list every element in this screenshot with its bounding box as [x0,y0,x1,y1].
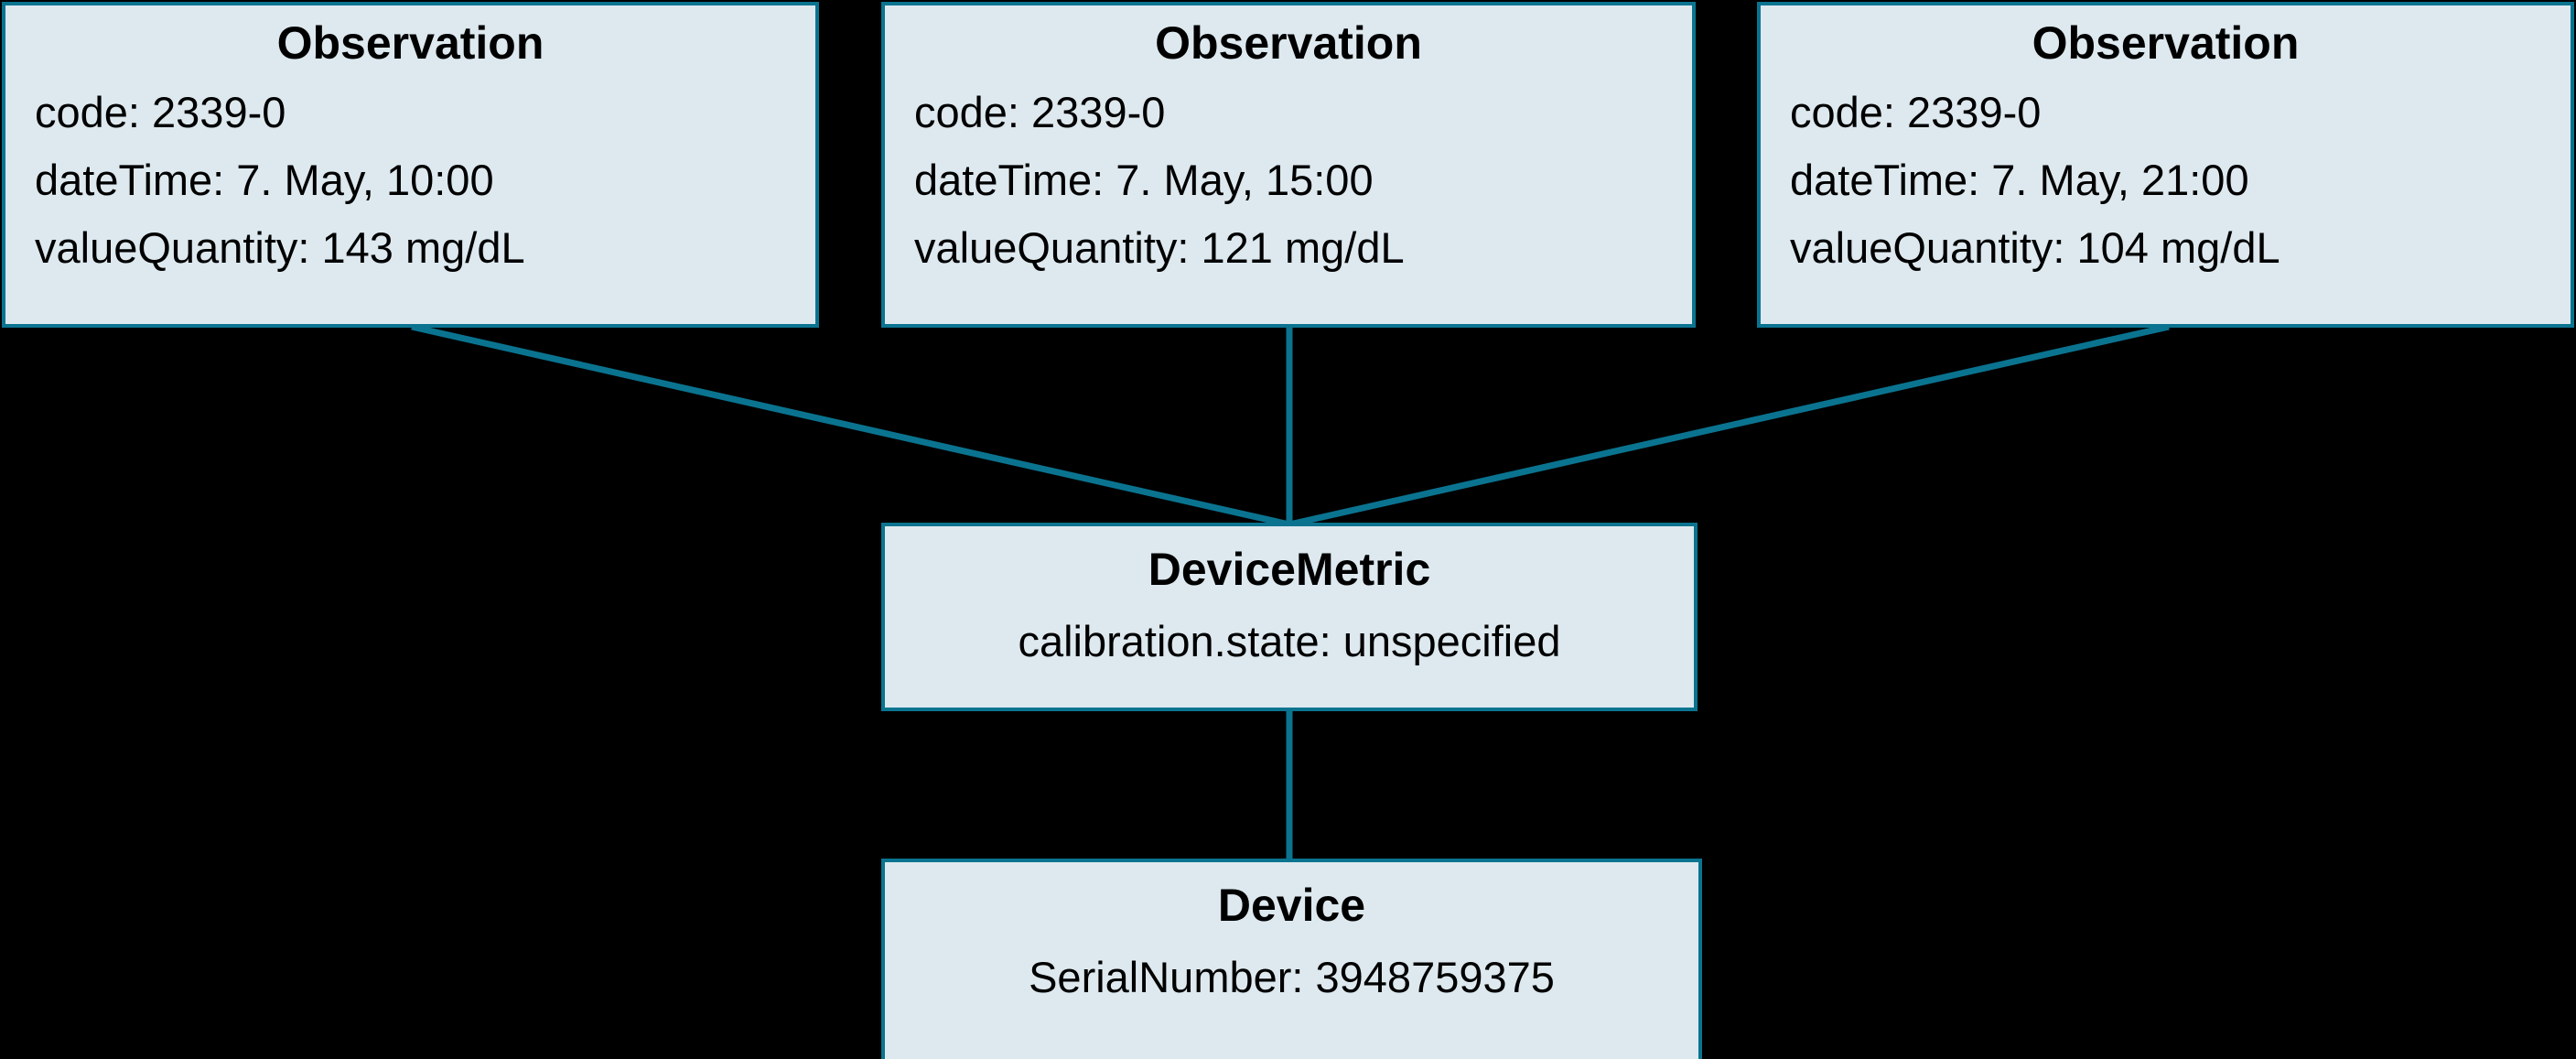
node-device-metric[interactable]: DeviceMetric calibration.state: unspecif… [881,523,1698,711]
node-attr-code-observation-3: code: 2339-0 [1790,88,2042,136]
edge-observation3-devicemetric [1288,323,2170,528]
node-attr-datetime-observation-3: dateTime: 7. May, 21:00 [1790,156,2249,204]
node-title-observation-3: Observation [2032,17,2300,69]
node-attr-code-observation-1: code: 2339-0 [35,88,286,136]
node-title-observation-1: Observation [276,17,544,69]
node-title-device-metric: DeviceMetric [1148,544,1431,595]
edge-observation1-devicemetric [411,323,1290,528]
node-title-device: Device [1217,880,1366,931]
node-attr-datetime-observation-2: dateTime: 7. May, 15:00 [914,156,1374,204]
node-device[interactable]: Device SerialNumber: 3948759375 [881,859,1702,1059]
node-attr-code-observation-2: code: 2339-0 [914,88,1166,136]
node-title-observation-2: Observation [1155,17,1422,69]
node-observation-2[interactable]: Observation code: 2339-0 dateTime: 7. Ma… [881,2,1696,328]
node-attr-serialnumber: SerialNumber: 3948759375 [1029,953,1555,1001]
node-attr-calibration-state: calibration.state: unspecified [1018,617,1561,665]
node-attr-valuequantity-observation-1: valueQuantity: 143 mg/dL [35,223,525,272]
node-observation-1[interactable]: Observation code: 2339-0 dateTime: 7. Ma… [2,2,819,328]
node-attr-valuequantity-observation-2: valueQuantity: 121 mg/dL [914,223,1405,272]
node-attr-datetime-observation-1: dateTime: 7. May, 10:00 [35,156,494,204]
node-observation-3[interactable]: Observation code: 2339-0 dateTime: 7. Ma… [1757,2,2574,328]
node-attr-valuequantity-observation-3: valueQuantity: 104 mg/dL [1790,223,2280,272]
